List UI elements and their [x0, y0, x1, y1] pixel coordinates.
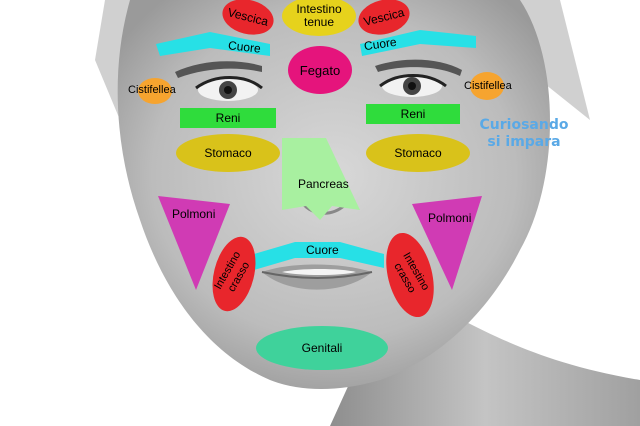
zone-cuore-mouth-shape — [254, 242, 384, 270]
label-polmoni-right: Polmoni — [428, 211, 472, 225]
watermark-text: Curiosando si impara — [479, 117, 569, 150]
label-cuore-mouth: Cuore — [306, 243, 339, 257]
zone-intestino-tenue: Intestino tenue — [282, 0, 356, 36]
label-stomaco-right: Stomaco — [394, 145, 442, 160]
zone-cuore-left-shape — [156, 32, 270, 56]
label-intestino-tenue: Intestino tenue — [296, 2, 342, 29]
label-reni-right: Reni — [400, 106, 426, 121]
zone-fegato: Fegato — [288, 46, 352, 94]
label-intestino-crasso-right: Intestino crasso — [391, 250, 432, 296]
zone-cuore-right-shape — [360, 30, 476, 56]
zone-genitali: Genitali — [256, 326, 388, 370]
label-fegato: Fegato — [299, 62, 341, 78]
zone-polmoni-right-shape — [412, 196, 482, 290]
zone-cistifellea-right — [470, 72, 504, 100]
zone-stomaco-left: Stomaco — [176, 134, 280, 172]
label-polmoni-left: Polmoni — [172, 207, 216, 221]
label-stomaco-left: Stomaco — [204, 145, 252, 160]
label-genitali: Genitali — [301, 340, 343, 355]
label-cistifellea-left: Cistifellea — [128, 84, 176, 96]
zone-polmoni-left-shape — [158, 196, 230, 290]
zone-stomaco-right: Stomaco — [366, 134, 470, 172]
label-reni-left: Reni — [215, 110, 241, 125]
zone-cistifellea-left — [138, 78, 172, 104]
zone-pancreas-shape — [282, 138, 360, 220]
zone-reni-left: Reni — [180, 108, 276, 128]
label-pancreas: Pancreas — [298, 177, 349, 191]
label-cistifellea-right: Cistifellea — [464, 80, 512, 92]
zone-reni-right: Reni — [366, 104, 460, 124]
